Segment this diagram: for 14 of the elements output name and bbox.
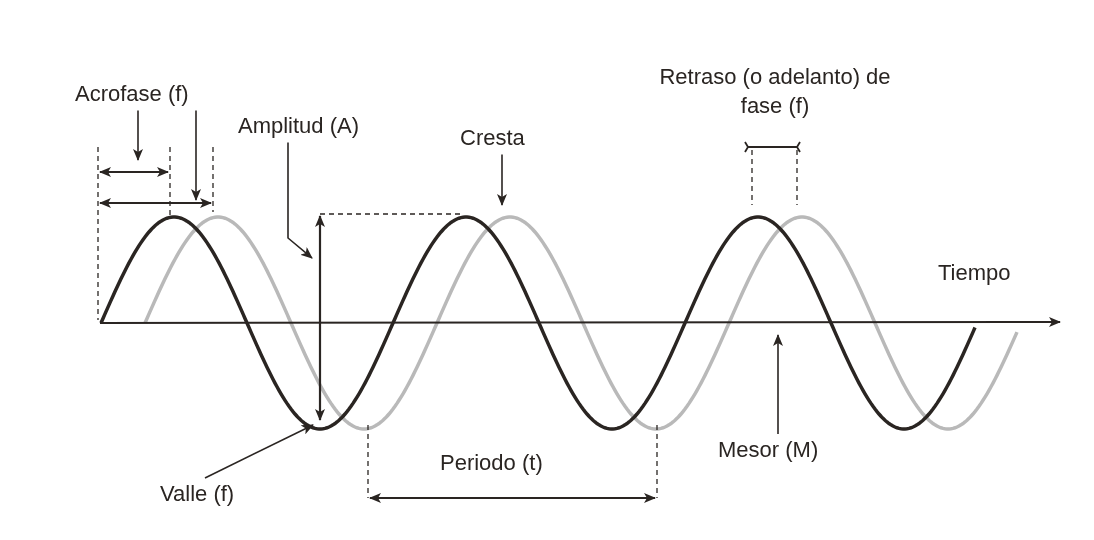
callout-label: Valle (f) — [160, 480, 235, 509]
dimension-label: Periodo (t) — [440, 449, 543, 477]
leader-line — [133, 109, 143, 161]
axis-label: Tiempo — [938, 259, 1011, 287]
callout-label: Cresta — [460, 124, 525, 153]
leader-line — [773, 334, 783, 435]
callout-label: Amplitud (A) — [238, 112, 360, 141]
callout-label: Mesor (M) — [718, 436, 819, 465]
leader-line — [497, 153, 507, 206]
leader-line — [204, 424, 314, 479]
callout-label: Acrofase (f) — [75, 80, 189, 109]
leader-line — [191, 109, 201, 201]
leader-line — [287, 141, 313, 259]
dimension-label: Retraso (o adelanto) de fase (f) — [658, 63, 892, 120]
